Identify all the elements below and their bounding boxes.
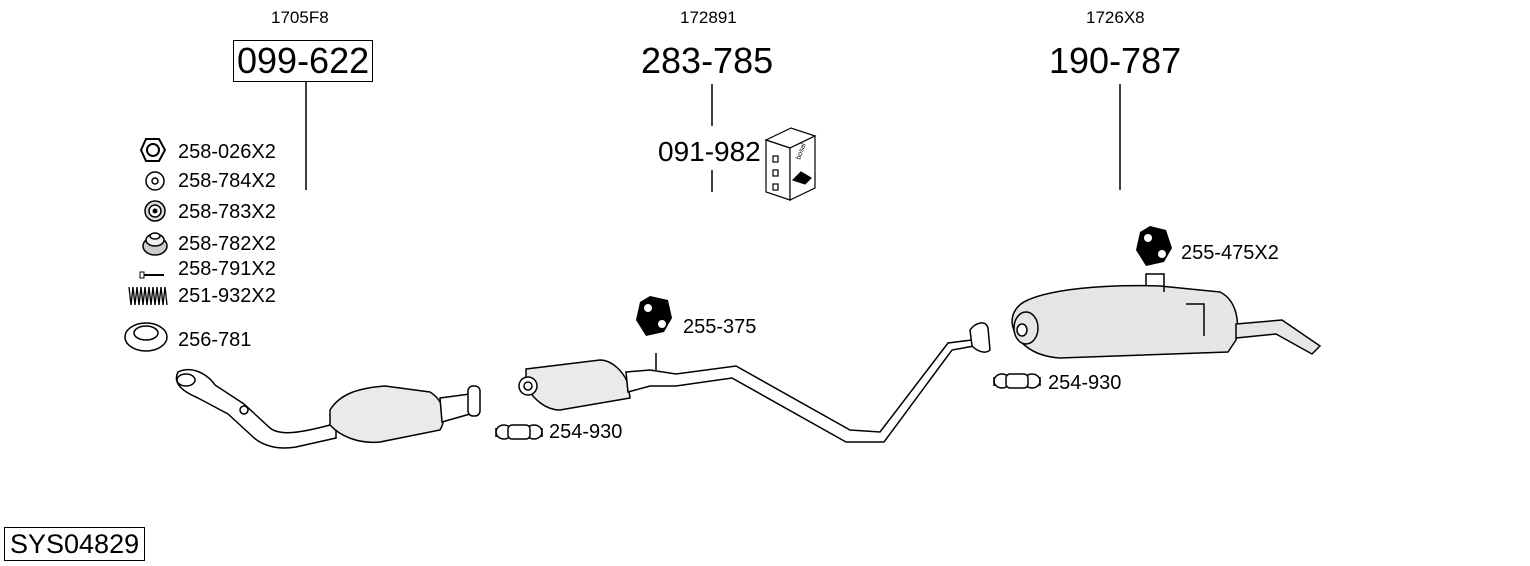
gasket-ring-icon [124,322,168,352]
rubber-hanger-icon-255-375 [636,296,672,336]
spring-icon [128,286,168,306]
rear-muffler [1011,273,1322,359]
fitting-label-251-932[interactable]: 251-932X2 [178,285,276,307]
catalytic-converter-pipe [175,368,481,449]
exhaust-clamp-icon-2 [993,373,1041,389]
fitting-label-258-784[interactable]: 258-784X2 [178,170,276,192]
washer-icon [145,171,165,191]
bolt-icon [139,271,164,279]
rubber-hanger-icon-255-475 [1136,226,1172,266]
oe-number-3: 1726X8 [1086,8,1145,27]
fitting-label-256-781[interactable]: 256-781 [178,329,252,351]
fitting-label-258-026[interactable]: 258-026X2 [178,141,276,163]
center-muffler-pipe [518,322,991,443]
part-number-283-785[interactable]: 283-785 [641,40,774,81]
hanger-label-255-375[interactable]: 255-375 [683,316,757,338]
oe-number-2: 172891 [680,8,737,27]
exhaust-clamp-icon-1 [495,424,543,440]
hex-nut-icon [139,138,167,162]
system-code: SYS04829 [4,527,146,561]
fitting-label-258-783[interactable]: 258-783X2 [178,201,276,223]
part-number-190-787[interactable]: 190-787 [1049,40,1182,81]
bosal-box-icon: bosal [764,127,817,201]
oe-number-1: 1705F8 [271,8,329,27]
clamp-label-2[interactable]: 254-930 [1048,372,1122,394]
part-number-099-622[interactable]: 099-622 [233,40,374,82]
clamp-label-1[interactable]: 254-930 [549,421,623,443]
fitting-label-258-782[interactable]: 258-782X2 [178,233,276,255]
spring-washer-icon [144,200,166,222]
fitting-label-258-791[interactable]: 258-791X2 [178,258,276,280]
hanger-label-255-475[interactable]: 255-475X2 [1181,242,1279,264]
part-number-091-982[interactable]: 091-982 [658,136,761,167]
rubber-mount-icon [142,232,168,256]
